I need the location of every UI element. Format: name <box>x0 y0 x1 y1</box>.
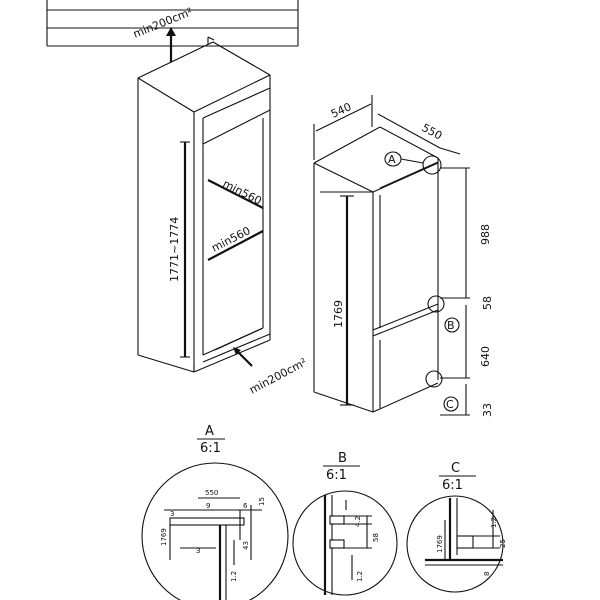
detail-a-d12: 1.2 <box>230 571 238 582</box>
detail-a-width: 550 <box>205 489 218 497</box>
detail-b-d58: 58 <box>372 533 380 542</box>
depth-dimension-upper <box>207 179 264 209</box>
bottom-ventilation-arrow <box>233 347 253 367</box>
marker-a <box>384 151 442 175</box>
cabinet-height-dimension <box>180 141 190 358</box>
detail-a-d1769: 1769 <box>160 528 168 546</box>
upper-section-label: 988 <box>479 224 492 245</box>
appliance-height-dimension <box>320 191 373 406</box>
detail-b-d12: 1.2 <box>356 571 364 582</box>
bottom-vent-label: min200cm² <box>247 356 309 397</box>
detail-c-letter: C <box>451 461 460 476</box>
appliance-width-dimension <box>313 95 373 160</box>
detail-c-d25: 25 <box>499 539 507 548</box>
marker-c-label: C <box>446 398 454 411</box>
countertop-strip <box>46 0 299 47</box>
detail-b-scale: 6:1 <box>326 468 347 483</box>
cabinet-height-label: 1771~1774 <box>168 217 181 282</box>
appliance-width-label: 540 <box>329 100 353 120</box>
detail-b-d42: 4.2 <box>354 516 362 527</box>
detail-c-d8: 8 <box>483 572 491 576</box>
appliance-depth-dimension <box>377 113 461 155</box>
cabinet-outline <box>137 36 271 373</box>
detail-b-letter: B <box>338 451 347 466</box>
marker-b-label: B <box>447 319 455 332</box>
depth-dimension-lower <box>207 230 264 261</box>
marker-c <box>425 370 459 412</box>
top-ventilation-arrow <box>166 27 176 62</box>
detail-c-circle <box>406 495 504 593</box>
detail-a-d3b: 3 <box>196 547 200 555</box>
detail-a-d9: 9 <box>206 502 210 510</box>
appliance-height-label: 1769 <box>332 300 345 328</box>
lower-section-label: 640 <box>479 346 492 367</box>
detail-c-d1769: 1769 <box>436 535 444 553</box>
detail-a-d15: 15 <box>258 497 266 506</box>
appliance-outline <box>313 126 439 413</box>
detail-a-d6: 6 <box>243 502 248 510</box>
detail-a-letter: A <box>205 424 214 439</box>
hinge-gap-label: 58 <box>481 296 494 310</box>
detail-a-scale: 6:1 <box>200 441 221 456</box>
detail-b-circle <box>292 490 398 596</box>
bottom-gap-label: 33 <box>481 403 494 417</box>
depth-min-upper-label: min560 <box>221 177 264 208</box>
detail-c-d12: 1.2 <box>490 517 498 528</box>
appliance-vertical-dimensions <box>440 167 470 416</box>
marker-a-label: A <box>388 153 396 166</box>
detail-a-d43: 43 <box>242 541 250 550</box>
detail-c-scale: 6:1 <box>442 478 463 493</box>
detail-a-d3a: 3 <box>170 510 174 518</box>
detail-a-circle <box>141 462 289 600</box>
marker-b <box>427 295 460 333</box>
